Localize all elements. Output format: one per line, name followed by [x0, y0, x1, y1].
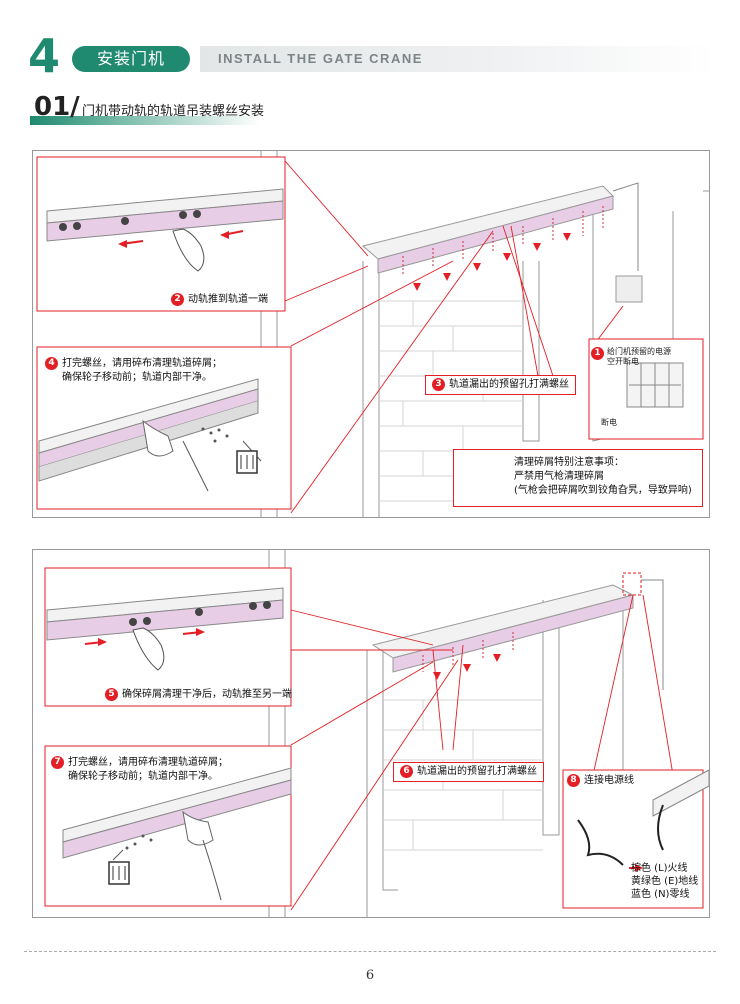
step4-callout: 4 打完螺丝，请用碎布清理轨道碎屑； 确保轮子移动前；轨道内部干净。: [45, 357, 222, 385]
step7-line1: 打完螺丝，请用碎布清理轨道碎屑；: [68, 757, 228, 768]
warning-box: 清理碎屑特别注意事项： 严禁用气枪清理碎屑 (气枪会把碎屑吹到铰角旮旯，导致异响…: [453, 449, 703, 507]
step3-badge: 3: [432, 378, 445, 391]
step6-badge: 6: [400, 765, 413, 778]
step6-callout: 6 轨道漏出的预留孔打满螺丝: [393, 762, 544, 782]
section-title-cn: 安装门机: [72, 46, 190, 72]
step7-line2: 确保轮子移动前；轨道内部干净。: [68, 771, 218, 782]
wire-blue: 蓝色 (N)零线: [631, 889, 690, 900]
step8-text: 连接电源线: [584, 775, 634, 786]
section-title-band: [200, 46, 715, 72]
step1-line1: 给门机预留的电源: [607, 347, 671, 356]
step1-badge: 1: [591, 347, 604, 360]
panel-top-illustration: [36, 151, 709, 517]
step4-line1: 打完螺丝，请用碎布清理轨道碎屑；: [62, 358, 222, 369]
step4-line2: 确保轮子移动前；轨道内部干净。: [62, 372, 212, 383]
wire-yellow-green: 黄绿色 (E)地线: [631, 876, 699, 887]
subheading-number: 01/: [34, 92, 80, 122]
warning-line2: 严禁用气枪清理碎屑: [514, 471, 604, 482]
step3-text: 轨道漏出的预留孔打满螺丝: [449, 379, 569, 390]
step6-text: 轨道漏出的预留孔打满螺丝: [417, 766, 537, 777]
warning-line3: (气枪会把碎屑吹到铰角旮旯，导致异响): [514, 485, 692, 496]
panel-bottom-illustration: [44, 550, 709, 917]
step2-callout: 2 动轨推到轨道一端: [171, 293, 268, 307]
step7-badge: 7: [51, 756, 64, 769]
panel-top: 2 动轨推到轨道一端 4 打完螺丝，请用碎布清理轨道碎屑； 确保轮子移动前；轨道内部…: [32, 150, 710, 518]
step4-badge: 4: [45, 357, 58, 370]
section-number: 4: [28, 29, 61, 83]
step1-callout: 1 给门机预留的电源 空开断电: [591, 347, 671, 366]
page-number: 6: [365, 968, 375, 983]
wire-legend: 棕色 (L)火线 黄绿色 (E)地线 蓝色 (N)零线: [631, 862, 698, 901]
panel-bottom: 5 确保碎屑清理干净后，动轨推至另一端 7 打完螺丝，请用碎布清理轨道碎屑； 确保轮…: [32, 549, 710, 918]
step8-callout: 8 连接电源线: [567, 774, 634, 788]
wire-brown: 棕色 (L)火线: [631, 863, 688, 874]
step2-badge: 2: [171, 293, 184, 306]
warning-line1: 清理碎屑特别注意事项：: [514, 457, 624, 468]
subheading-title: 门机带动轨的轨道吊装螺丝安装: [82, 104, 265, 119]
step3-callout: 3 轨道漏出的预留孔打满螺丝: [425, 375, 576, 395]
step1-line2: 空开断电: [607, 357, 639, 366]
step2-text: 动轨推到轨道一端: [188, 294, 268, 305]
footer-divider: [24, 951, 716, 952]
breaker-label: 断电: [601, 418, 617, 427]
step5-callout: 5 确保碎屑清理干净后，动轨推至另一端: [105, 688, 292, 702]
section-title-en: INSTALL THE GATE CRANE: [218, 51, 423, 66]
subheading-underline: [30, 116, 260, 125]
step8-badge: 8: [567, 774, 580, 787]
step7-callout: 7 打完螺丝，请用碎布清理轨道碎屑； 确保轮子移动前；轨道内部干净。: [51, 756, 228, 784]
step5-badge: 5: [105, 688, 118, 701]
step5-text: 确保碎屑清理干净后，动轨推至另一端: [122, 689, 292, 700]
